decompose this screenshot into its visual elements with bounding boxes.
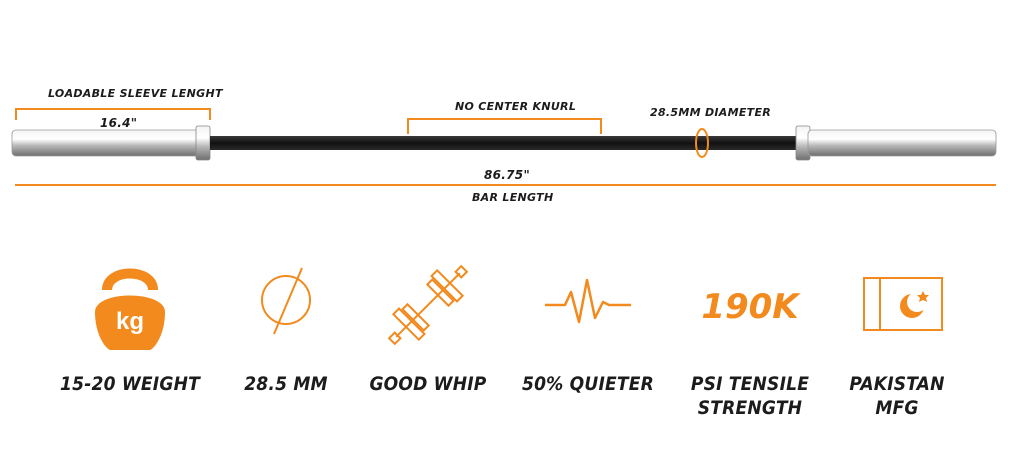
feature-caption-line1: Pakistan [849,373,945,395]
feature-weight: kg 15-20 Weight [55,250,205,450]
sleeve-length-label: LOADABLE SLEEVE LENGHT [48,87,223,100]
knurl-bracket [407,118,602,134]
sleeve-length-value: 16.4" [100,116,138,130]
feature-caption-line2: MFG [875,397,919,419]
feature-quieter: 50% Quieter [513,250,663,450]
feature-caption-line1: PSI Tensile [690,373,810,395]
left-sleeve [11,129,201,157]
feature-diameter: 28.5 MM [211,250,361,450]
feature-caption: Pakistan MFG [822,372,972,420]
barbell-image [11,125,997,161]
feature-caption-line1: 15-20 Weight [60,373,200,395]
no-center-knurl-label: NO CENTER KNURL [455,100,577,113]
diameter-label: 28.5MM DIAMETER [650,106,772,119]
psi-icon: 190K [675,250,825,360]
feature-made-in: Pakistan MFG [822,250,972,450]
feature-caption-line1: 50% Quieter [521,373,654,395]
diameter-icon [211,250,361,360]
sleeve-bracket [15,108,211,120]
barbell-icon [353,250,503,360]
feature-whip: Good Whip [353,250,503,450]
feature-caption-line1: Good Whip [369,373,487,395]
feature-caption-line2: Strength [697,397,803,419]
kettlebell-kg-text: kg [116,308,144,335]
feature-caption: PSI Tensile Strength [675,372,825,420]
diameter-marker [695,128,709,158]
pakistan-flag-icon [822,250,972,360]
pulse-icon [513,250,663,360]
kettlebell-icon: kg [55,250,205,360]
feature-caption: 50% Quieter [513,372,663,396]
feature-caption-line1: 28.5 MM [244,373,328,395]
feature-caption: 28.5 MM [211,372,361,396]
bar-length-label: BAR LENGTH [472,191,554,204]
shaft [210,136,800,150]
right-sleeve [807,129,997,157]
bar-length-value: 86.75" [484,168,531,182]
left-collar [195,125,211,161]
feature-tensile: 190K PSI Tensile Strength [675,250,825,450]
psi-value-text: 190K [701,287,801,327]
feature-caption: 15-20 Weight [55,372,205,396]
feature-caption: Good Whip [353,372,503,396]
bar-length-line [15,184,996,186]
